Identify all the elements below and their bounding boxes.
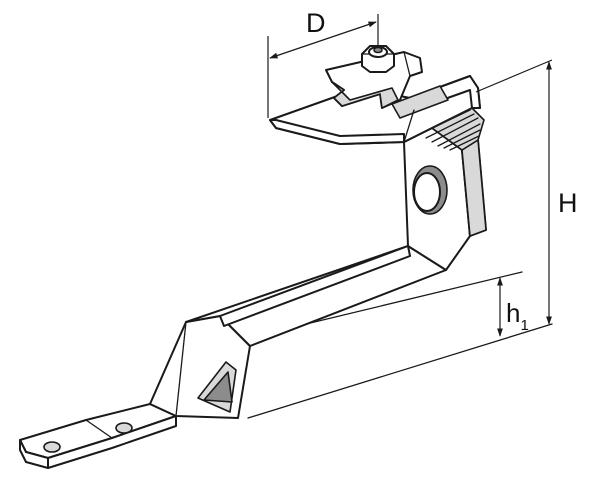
upper-hook — [269, 75, 481, 145]
vertical-leg — [403, 127, 487, 271]
bolt-end — [373, 46, 383, 54]
label-d: D — [306, 8, 326, 38]
hook-inner-shadow — [391, 85, 449, 119]
roof-baseline-line — [247, 323, 553, 419]
arm-lower-edge — [249, 269, 447, 347]
dimension-h1: h1 — [497, 277, 529, 337]
label-h1-base: h — [506, 298, 520, 328]
label-h: H — [558, 188, 578, 218]
h-extension-top — [475, 59, 553, 93]
dimension-h: H — [475, 59, 578, 325]
plate-bend-line — [85, 419, 113, 439]
label-h1: h1 — [506, 298, 529, 334]
d-arrow — [269, 21, 377, 59]
dimension-d: D — [267, 8, 379, 118]
screw-hole-1 — [43, 441, 61, 453]
hook-bend-edge — [403, 109, 415, 143]
foot-plate — [19, 403, 177, 469]
riser-edge — [175, 321, 187, 417]
screw-hole-2 — [115, 422, 133, 434]
label-h1-subscript: 1 — [520, 317, 528, 334]
hook-arm — [185, 245, 447, 347]
bolt-nut — [361, 45, 395, 73]
